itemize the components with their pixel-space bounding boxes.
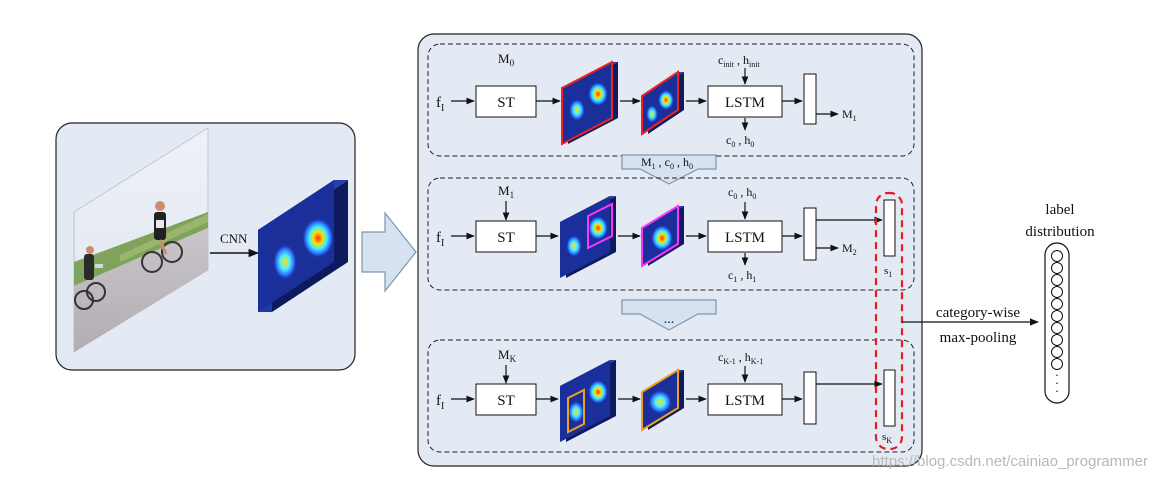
row3-lstm-box — [707, 383, 783, 416]
distribution-node — [1051, 358, 1063, 370]
distribution-node — [1051, 250, 1063, 262]
rowK-score-label: sK — [882, 431, 892, 445]
row3-cropped-map — [641, 368, 684, 432]
row2-feature-input: fI — [436, 230, 444, 249]
distribution-ellipsis-1: . — [1055, 364, 1058, 379]
cnn-feature-map — [258, 180, 348, 312]
transfer-arrow-1-label: M1 , c0 , h0 — [641, 155, 693, 171]
row1-lstm-label: LSTM — [725, 95, 765, 111]
row3-state-in: cK-1 , hK-1 — [718, 350, 763, 366]
row1-st-box — [475, 85, 537, 118]
distribution-node — [1051, 322, 1063, 334]
transfer-arrow-2-label: ... — [664, 312, 675, 327]
row3-memory-label: MK — [498, 347, 517, 364]
distribution-node — [1051, 334, 1063, 346]
row2-st-label: ST — [497, 230, 515, 246]
distribution-node — [1051, 262, 1063, 274]
row3-st-label: ST — [497, 393, 515, 409]
rowK-score-vector — [883, 369, 896, 427]
row3-lstm-label: LSTM — [725, 393, 765, 409]
row3-feature-input: fI — [436, 393, 444, 412]
transfer-arrow-2 — [621, 299, 717, 331]
input-to-pipeline-arrow — [361, 211, 417, 293]
row1-transformed-map — [561, 60, 618, 146]
row1-hidden-vector — [803, 73, 817, 125]
input-image — [73, 127, 209, 353]
distribution-node — [1051, 286, 1063, 298]
output-label-line1: label — [1045, 202, 1074, 218]
cnn-label: CNN — [220, 231, 248, 246]
iteration-row-K — [427, 339, 915, 453]
row1-memory-label: M0 — [498, 51, 515, 68]
row2-lstm-box — [707, 220, 783, 253]
transfer-arrow-1 — [621, 154, 717, 185]
row1-state-out: c0 , h0 — [726, 133, 754, 149]
row2-score-label: s1 — [884, 265, 892, 279]
row2-hidden-vector — [803, 207, 817, 261]
row2-memory-label: M1 — [498, 183, 514, 200]
distribution-node — [1051, 274, 1063, 286]
row1-output-label: M1 — [842, 107, 857, 123]
row2-lstm-label: LSTM — [725, 230, 765, 246]
iteration-row-2 — [427, 177, 915, 291]
row3-hidden-vector — [803, 371, 817, 425]
pooling-label-line1: category-wise — [936, 305, 1020, 321]
pooling-group — [874, 191, 904, 451]
row2-transformed-map — [560, 196, 616, 278]
watermark: https://blog.csdn.net/cainiao_programmer — [872, 453, 1148, 470]
row2-state-in: c0 , h0 — [728, 185, 756, 201]
distribution-ellipsis-3: . — [1055, 380, 1058, 395]
distribution-nodes — [1051, 250, 1063, 370]
row1-cropped-map — [641, 70, 684, 136]
distribution-ellipsis-2: . — [1055, 372, 1058, 387]
row3-transformed-map — [560, 360, 616, 442]
row1-state-in: cinit , hinit — [718, 53, 760, 69]
row2-cropped-map — [641, 204, 684, 268]
row1-feature-input: fI — [436, 95, 444, 114]
distribution-node — [1051, 346, 1063, 358]
row2-output-label: M2 — [842, 241, 857, 257]
row2-state-out: c1 , h1 — [728, 268, 756, 284]
output-label-line2: distribution — [1025, 224, 1095, 240]
row1-lstm-box — [707, 85, 783, 118]
row2-score-vector — [883, 199, 896, 257]
row1-st-label: ST — [497, 95, 515, 111]
distribution-node — [1051, 298, 1063, 310]
distribution-node — [1051, 310, 1063, 322]
pooling-label-line2: max-pooling — [940, 330, 1017, 346]
